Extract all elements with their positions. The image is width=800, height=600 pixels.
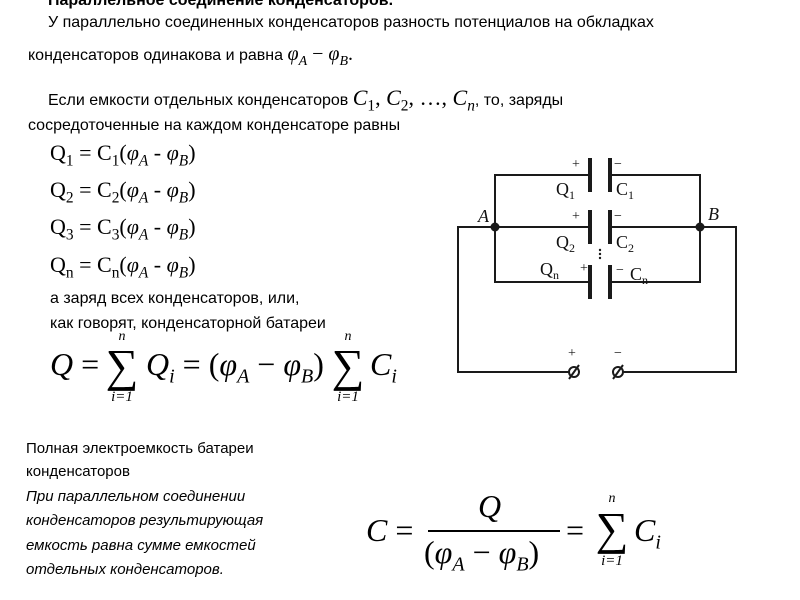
wire-top-right [612, 174, 701, 227]
capacitor-cn-plate-minus [608, 265, 612, 299]
capn-minus-sign: − [616, 263, 624, 278]
cap1-minus-sign: − [614, 157, 622, 172]
capn-plus-sign: + [580, 261, 588, 276]
capacitance-italic1: При параллельном соединении [26, 488, 246, 505]
cap1-plus-sign: + [572, 157, 580, 172]
paragraph-potential-line2: конденсаторов одинакова и равна φA − φB. [28, 43, 353, 70]
paragraph-potential-line1: У параллельно соединенных конденсаторов … [48, 14, 654, 31]
cap2-c-label: C2 [616, 232, 634, 255]
paragraph-capacities-prefix: Если емкости отдельных конденсаторов [48, 92, 353, 109]
wire-top-left [494, 174, 590, 227]
capacitor-c2-plate-plus [588, 210, 592, 244]
paragraph-capacities-line1: Если емкости отдельных конденсаторов C1,… [48, 85, 563, 115]
capacitor-c2-plate-minus [608, 210, 612, 244]
node-b-dot [695, 222, 705, 232]
wire-source-left [457, 226, 570, 373]
page-title: Параллельное соединение конденсаторов. [48, 0, 394, 9]
wire-source-right [622, 226, 737, 373]
cap1-q-label: Q1 [556, 179, 575, 202]
capacities-list-inline: C1, C2, …, Cn [352, 85, 475, 115]
capacitor-cn-plate-plus [588, 265, 592, 299]
sum3-lower: i=1 [601, 553, 623, 569]
formula-q1: Q1 = C1(φA - φB) [50, 140, 196, 170]
capn-c-label: Cn [630, 264, 648, 287]
formula-q3: Q3 = C3(φA - φB) [50, 214, 196, 244]
capacitance-line2: конденсаторов [26, 463, 130, 480]
node-a-label: A [477, 206, 490, 226]
sum1-upper: n [118, 329, 126, 344]
source-plus-sign: + [568, 346, 576, 361]
capacitance-italic2: конденсаторов результирующая [26, 512, 264, 529]
cap1-c-label: C1 [616, 179, 634, 202]
node-b-label: B [708, 204, 719, 224]
sum2-lower: i=1 [337, 389, 359, 405]
paragraph-potential-text: конденсаторов одинакова и равна [28, 47, 288, 64]
capn-q-label: Qn [540, 259, 559, 282]
battery-text-line1: а заряд всех конденсаторов, или, [50, 290, 300, 307]
source-minus-sign: − [614, 346, 622, 361]
capacitor-c1-plate-plus [588, 158, 592, 192]
formula-qn: Qn = Cn(φA - φB) [50, 252, 196, 282]
wire-cn-right [612, 227, 701, 283]
cap2-plus-sign: + [572, 209, 580, 224]
capacitance-italic3: емкость равна сумме емкостей [26, 537, 256, 554]
capacitance-italic4: отдельных конденсаторов. [26, 561, 224, 578]
sum3-upper: n [608, 491, 616, 506]
circuit-diagram: A B Q1 C1 Q2 C2 Qn Cn + − + − + − + − [457, 157, 737, 380]
cap2-q-label: Q2 [556, 232, 575, 255]
paragraph-capacities-line2: сосредоточенные на каждом конденсаторе р… [28, 117, 401, 134]
sum1-lower: i=1 [111, 389, 133, 405]
sum2-upper: n [344, 329, 352, 344]
paragraph-capacities-suffix: , то, заряды [474, 92, 564, 109]
formula-q2: Q2 = C2(φA - φB) [50, 177, 196, 207]
cap2-minus-sign: − [614, 209, 622, 224]
wire-cn-left [494, 227, 590, 283]
battery-text-line2: как говорят, конденсаторной батареи [50, 315, 326, 332]
fraction-bar [428, 530, 560, 532]
capacitor-c1-plate-minus [608, 158, 612, 192]
node-a-dot [490, 222, 500, 232]
potential-difference-inline: φA − φB. [287, 43, 354, 69]
capacitance-line1: Полная электроемкость батареи [26, 440, 254, 457]
